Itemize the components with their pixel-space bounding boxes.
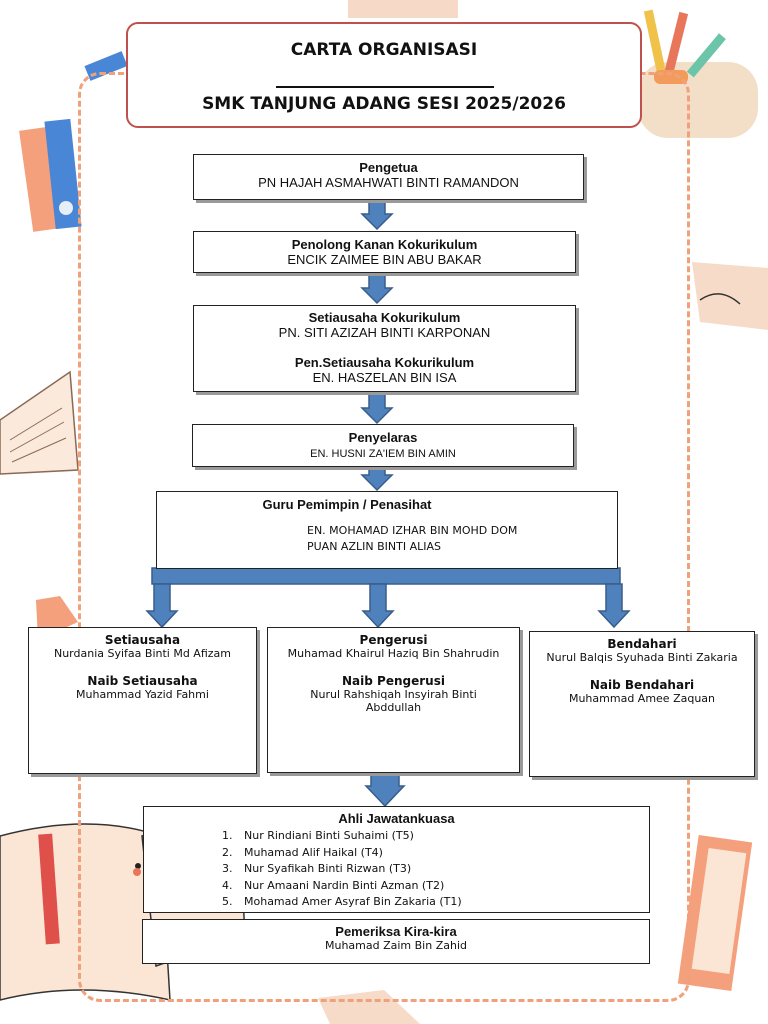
setiausaha-role: Setiausaha [104, 633, 181, 647]
pen-setiausaha-kokurikulum-name: EN. HASZELAN BIN ISA [312, 370, 457, 385]
setiausaha-name: Nurdania Syifaa Binti Md Afizam [53, 647, 231, 660]
envelope-icon [348, 0, 458, 18]
naib-pengerusi-name-line-1: Nurul Rahshiqah Insyirah Binti [310, 688, 477, 701]
list-item: 5.Mohamad Amer Asyraf Bin Zakaria (T1) [222, 895, 462, 908]
guru-pemimpin-role: Guru Pemimpin / Penasihat [262, 497, 432, 512]
guru-pemimpin-box: Guru Pemimpin / Penasihat EN. MOHAMAD IZ… [156, 491, 618, 569]
pengetua-role: Pengetua [359, 160, 418, 175]
list-item: 3.Nur Syafikah Binti Rizwan (T3) [222, 862, 412, 875]
arrow-down-left [145, 583, 179, 629]
school-session-title: SMK TANJUNG ADANG SESI 2025/2026 [202, 94, 566, 114]
pengetua-name: PN HAJAH ASMAHWATI BINTI RAMANDON [258, 175, 519, 190]
pengerusi-box: Pengerusi Muhamad Khairul Haziq Bin Shah… [267, 627, 520, 773]
pemeriksa-kira-kira-name: Muhamad Zaim Bin Zahid [324, 939, 467, 952]
naib-pengerusi-name-line-2: Abddullah [365, 701, 422, 714]
naib-bendahari-name: Muhammad Amee Zaquan [568, 692, 716, 705]
pengerusi-name: Muhamad Khairul Haziq Bin Shahrudin [287, 647, 500, 660]
ahli-jawatankuasa-box: Ahli Jawatankuasa 1.Nur Rindiani Binti S… [143, 806, 650, 913]
title-banner: CARTA ORGANISASI SMK TANJUNG ADANG SESI … [126, 22, 642, 128]
penyelaras-box: Penyelaras EN. HUSNI ZA'IEM BIN AMIN [192, 424, 574, 467]
pengetua-box: Pengetua PN HAJAH ASMAHWATI BINTI RAMAND… [193, 154, 584, 200]
penolong-kanan-role: Penolong Kanan Kokurikulum [291, 237, 478, 252]
pemeriksa-kira-kira-box: Pemeriksa Kira-kira Muhamad Zaim Bin Zah… [142, 919, 650, 964]
ahli-jawatankuasa-role: Ahli Jawatankuasa [338, 811, 455, 826]
pengerusi-role: Pengerusi [359, 633, 428, 647]
horizontal-branch-bar [151, 567, 621, 585]
member-list: 1.Nur Rindiani Binti Suhaimi (T5) 2.Muha… [144, 828, 649, 911]
guru-pemimpin-name-2: PUAN AZLIN BINTI ALIAS [307, 540, 441, 553]
naib-setiausaha-role: Naib Setiausaha [87, 674, 198, 688]
bendahari-name: Nurul Balqis Syuhada Binti Zakaria [546, 651, 738, 664]
chart-title: CARTA ORGANISASI [290, 40, 478, 60]
setiausaha-box: Setiausaha Nurdania Syifaa Binti Md Afiz… [28, 627, 257, 774]
list-item: 2.Muhamad Alif Haikal (T4) [222, 845, 383, 859]
penolong-kanan-name: ENCIK ZAIMEE BIN ABU BAKAR [287, 252, 482, 267]
bendahari-role: Bendahari [607, 637, 677, 651]
list-item: 4.Nur Amaani Nardin Binti Azman (T2) [222, 878, 445, 892]
arrow-down-1 [360, 199, 394, 231]
naib-pengerusi-role: Naib Pengerusi [342, 674, 445, 688]
penolong-kanan-box: Penolong Kanan Kokurikulum ENCIK ZAIMEE … [193, 231, 576, 273]
pen-setiausaha-kokurikulum-role: Pen.Setiausaha Kokurikulum [294, 355, 475, 370]
guru-pemimpin-name-1: EN. MOHAMAD IZHAR BIN MOHD DOM [307, 524, 518, 537]
penyelaras-name: EN. HUSNI ZA'IEM BIN AMIN [310, 448, 456, 460]
setiausaha-kokurikulum-role: Setiausaha Kokurikulum [308, 310, 461, 325]
naib-setiausaha-name: Muhammad Yazid Fahmi [76, 688, 209, 701]
naib-bendahari-role: Naib Bendahari [589, 678, 695, 692]
bendahari-box: Bendahari Nurul Balqis Syuhada Binti Zak… [529, 631, 755, 777]
books-icon [677, 834, 753, 992]
arrow-down-2 [360, 272, 394, 305]
arrow-down-center [361, 583, 395, 629]
title-underline [276, 86, 494, 88]
setiausaha-kokurikulum-box: Setiausaha Kokurikulum PN. SITI AZIZAH B… [193, 305, 576, 392]
penyelaras-role: Penyelaras [348, 430, 418, 445]
arrow-down-3 [360, 391, 394, 425]
arrow-down-right [597, 583, 631, 629]
pemeriksa-kira-kira-role: Pemeriksa Kira-kira [335, 924, 457, 939]
setiausaha-kokurikulum-name: PN. SITI AZIZAH BINTI KARPONAN [278, 325, 491, 340]
list-item: 1.Nur Rindiani Binti Suhaimi (T5) [222, 829, 414, 842]
books-icon [19, 51, 128, 232]
